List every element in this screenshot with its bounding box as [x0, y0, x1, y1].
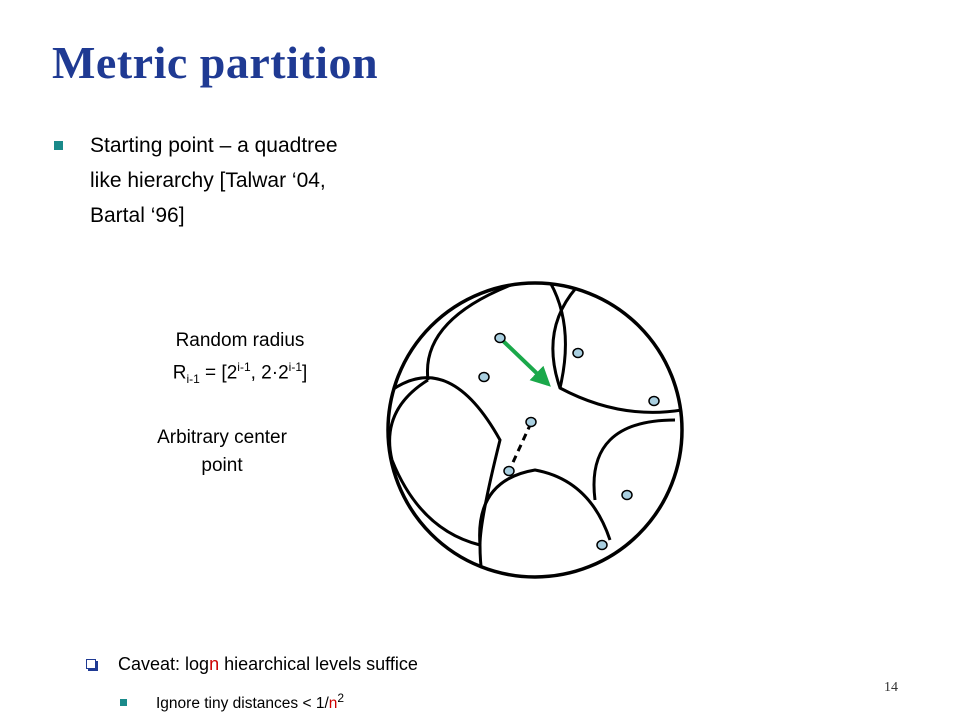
point [478, 371, 490, 383]
caveat-n: n [209, 654, 220, 674]
point [621, 489, 633, 501]
point [525, 416, 537, 428]
center-dashed-line [507, 422, 533, 472]
partition-arc [478, 468, 612, 546]
radius-formula: Ri-1 = [2i-1, 2·2i-1] [140, 354, 340, 392]
radius-mid: , 2·2 [250, 362, 289, 384]
radius-arrow [498, 336, 551, 387]
partition-diagram [386, 281, 684, 579]
radius-sup-2: i-1 [288, 360, 302, 374]
slide-number: 14 [884, 680, 898, 695]
main-bullet-line-1: Starting point – a quadtree [90, 134, 338, 157]
caveat-prefix: Caveat: log [118, 654, 210, 674]
partition-arc [592, 418, 676, 501]
partition-arc [551, 287, 682, 414]
bullet-square-icon [120, 699, 127, 706]
point [503, 465, 515, 477]
partition-arc [391, 376, 502, 546]
sub-bullet-n: n [328, 695, 338, 713]
partition-arc [388, 378, 429, 461]
sub-bullet-prefix: Ignore tiny distances < 1/ [156, 695, 329, 713]
random-radius-label: Random radius Ri-1 = [2i-1, 2·2i-1] [140, 328, 340, 392]
point [648, 395, 660, 407]
bullet-square-icon [54, 141, 63, 150]
point [494, 332, 506, 344]
caveat-suffix: hiearchical levels suffice [219, 654, 418, 674]
checkbox-bullet-icon [86, 659, 96, 669]
center-label-line-1: Arbitrary center [157, 427, 287, 448]
partition-arc [390, 459, 481, 547]
slide-title: Metric partition [52, 37, 379, 88]
radius-subscript: i-1 [186, 372, 200, 387]
main-bullet-text: Starting point – a quadtree like hierarc… [90, 128, 450, 233]
radius-eq: = [2 [199, 362, 238, 384]
radius-symbol: R [172, 362, 187, 384]
outer-circle [386, 281, 684, 579]
arbitrary-center-label: Arbitrary center point [122, 424, 322, 480]
points [478, 332, 660, 551]
point [596, 539, 608, 551]
main-bullet-line-3: Bartal ‘96] [90, 204, 185, 227]
center-label-line-2: point [201, 455, 243, 476]
radius-sup-1: i-1 [237, 360, 251, 374]
caveat-text: Caveat: logn hiearchical levels suffice [118, 654, 418, 675]
main-bullet-line-2: like hierarchy [Talwar ‘04, [90, 169, 326, 192]
random-radius-title: Random radius [175, 330, 305, 351]
point [572, 347, 584, 359]
sub-bullet-sup: 2 [337, 691, 345, 705]
radius-close: ] [302, 362, 308, 384]
sub-bullet-text: Ignore tiny distances < 1/n2 [156, 691, 344, 713]
